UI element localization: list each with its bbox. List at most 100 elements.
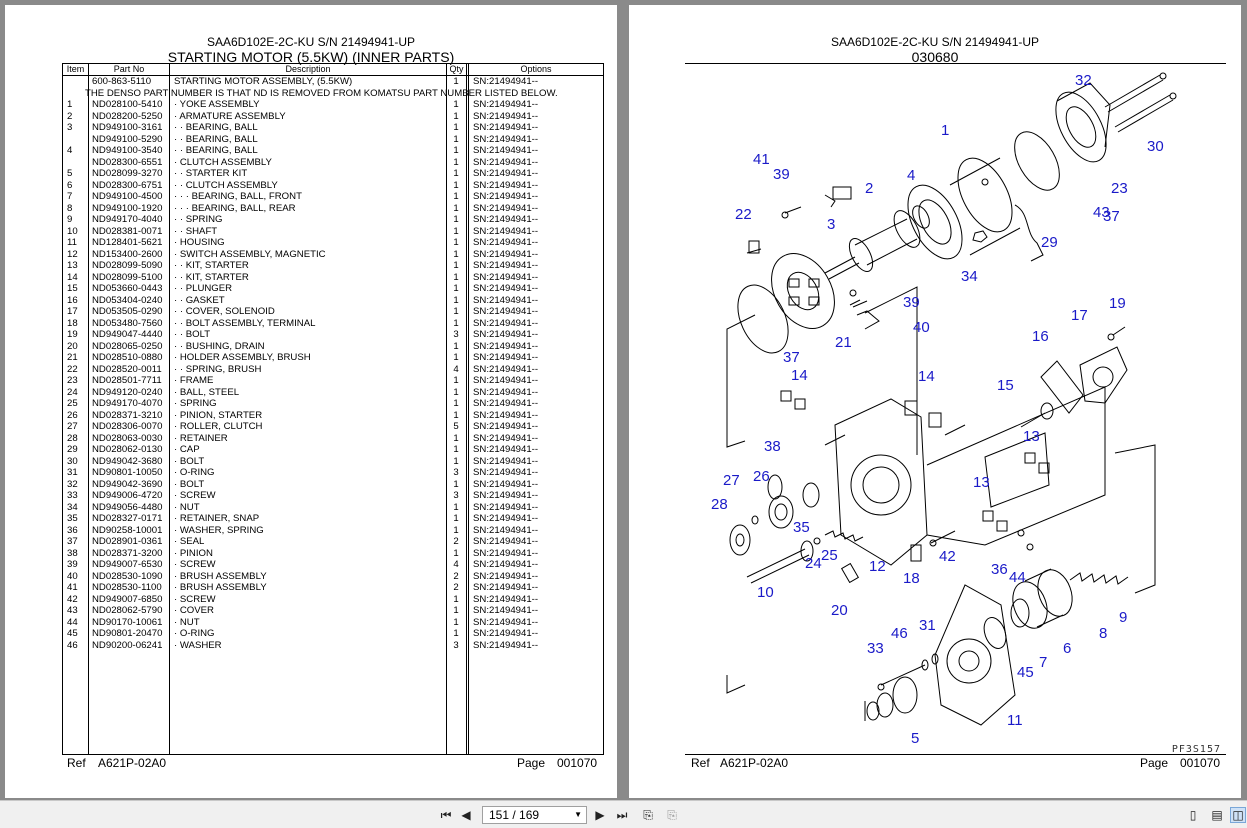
item-number: 3 bbox=[67, 122, 73, 133]
quantity: 1 bbox=[453, 513, 459, 524]
part-number: ND949006-4720 bbox=[92, 490, 163, 501]
diagram-title: SAA6D102E-2C-KU S/N 21494941-UP bbox=[830, 35, 1040, 49]
callout-5: 5 bbox=[911, 730, 919, 747]
item-number: 31 bbox=[67, 467, 78, 478]
callout-13: 13 bbox=[973, 474, 990, 491]
table-header: Item Part No Description Qty Options bbox=[63, 64, 603, 75]
part-number: ND949120-0240 bbox=[92, 386, 163, 398]
quantity: 1 bbox=[453, 386, 459, 398]
item-number: 9 bbox=[67, 214, 73, 225]
go-forward-icon[interactable]: ⎘ bbox=[667, 807, 677, 822]
part-description: · BOLT bbox=[174, 455, 205, 467]
quantity: 1 bbox=[453, 237, 459, 248]
part-description: · COVER bbox=[174, 605, 214, 616]
serial-option: SN:21494941-- bbox=[473, 237, 539, 248]
single-page-icon[interactable]: ▯ bbox=[1189, 808, 1197, 822]
item-number: 5 bbox=[67, 168, 73, 179]
item-number: 10 bbox=[67, 225, 78, 237]
note-row: THE DENSO PART NUMBER IS THAT ND IS REMO… bbox=[63, 88, 603, 100]
part-description: · · SPRING, BRUSH bbox=[174, 363, 262, 375]
quantity: 1 bbox=[453, 605, 459, 616]
serial-option: SN:21494941-- bbox=[473, 191, 539, 202]
part-description: · · BEARING, BALL bbox=[174, 122, 258, 133]
quantity: 1 bbox=[453, 294, 459, 306]
quantity: 1 bbox=[453, 271, 459, 283]
callout-39: 39 bbox=[773, 166, 790, 183]
quantity: 1 bbox=[453, 547, 459, 559]
serial-option: SN:21494941-- bbox=[473, 133, 539, 145]
first-page-icon[interactable]: ⏮ bbox=[440, 807, 452, 822]
two-page-icon[interactable]: ◫ bbox=[1230, 807, 1246, 823]
serial-option: SN:21494941-- bbox=[473, 306, 539, 317]
callout-45: 45 bbox=[1017, 664, 1034, 681]
serial-option: SN:21494941-- bbox=[473, 225, 539, 237]
callout-9: 9 bbox=[1119, 609, 1127, 626]
part-description: · SPRING bbox=[174, 398, 217, 409]
quantity: 1 bbox=[453, 214, 459, 225]
part-description: · SWITCH ASSEMBLY, MAGNETIC bbox=[174, 248, 326, 260]
callout-25: 25 bbox=[821, 547, 838, 564]
exploded-diagram: 3230123433741392429223343940213719171614… bbox=[711, 72, 1177, 747]
serial-option: SN:21494941-- bbox=[473, 467, 539, 478]
part-description: · RETAINER bbox=[174, 432, 228, 444]
part-number: ND028530-1090 bbox=[92, 570, 163, 582]
quantity: 3 bbox=[453, 329, 459, 340]
callout-23: 23 bbox=[1111, 180, 1128, 197]
item-number: 1 bbox=[67, 99, 73, 110]
quantity: 3 bbox=[453, 639, 459, 651]
part-description: · O-RING bbox=[174, 467, 215, 478]
callout-7: 7 bbox=[1039, 654, 1047, 671]
callout-12: 12 bbox=[869, 558, 886, 575]
item-number: 15 bbox=[67, 283, 78, 294]
part-number: ND028062-0130 bbox=[92, 444, 163, 455]
item-number: 22 bbox=[67, 363, 78, 375]
callout-6: 6 bbox=[1063, 640, 1071, 657]
part-number: ND028381-0071 bbox=[92, 225, 163, 237]
prev-page-icon[interactable]: ◀ bbox=[461, 808, 471, 822]
item-number: 8 bbox=[67, 202, 73, 214]
serial-option: SN:21494941-- bbox=[473, 363, 539, 375]
callout-44: 44 bbox=[1009, 569, 1026, 586]
go-back-icon[interactable]: ⎘ bbox=[643, 807, 653, 822]
quantity: 2 bbox=[453, 570, 459, 582]
serial-option: SN:21494941-- bbox=[473, 317, 539, 329]
part-number: ND028901-0361 bbox=[92, 536, 163, 547]
item-number: 29 bbox=[67, 444, 78, 455]
quantity: 1 bbox=[453, 225, 459, 237]
continuous-icon[interactable]: ▤ bbox=[1211, 808, 1223, 822]
next-page-icon[interactable]: ▶ bbox=[595, 808, 605, 822]
part-description: · NUT bbox=[174, 501, 200, 513]
part-description: · WASHER, SPRING bbox=[174, 524, 264, 536]
part-number: ND90258-10001 bbox=[92, 524, 163, 536]
quantity: 1 bbox=[453, 352, 459, 363]
part-number: ND028099-3270 bbox=[92, 168, 163, 179]
item-number: 24 bbox=[67, 386, 78, 398]
page-selector[interactable]: 151 / 169 ▼ bbox=[482, 806, 587, 824]
callout-27: 27 bbox=[723, 472, 740, 489]
part-number: ND949007-6530 bbox=[92, 559, 163, 570]
last-page-icon[interactable]: ⏭ bbox=[616, 807, 628, 822]
part-description: · BRUSH ASSEMBLY bbox=[174, 570, 267, 582]
item-number: 6 bbox=[67, 179, 73, 191]
part-description: · SEAL bbox=[174, 536, 205, 547]
item-number: 25 bbox=[67, 398, 78, 409]
serial-option: SN:21494941-- bbox=[473, 570, 539, 582]
part-number: ND028300-6551 bbox=[92, 156, 163, 168]
callout-20: 20 bbox=[831, 602, 848, 619]
serial-option: SN:21494941-- bbox=[473, 444, 539, 455]
quantity: 1 bbox=[453, 340, 459, 352]
